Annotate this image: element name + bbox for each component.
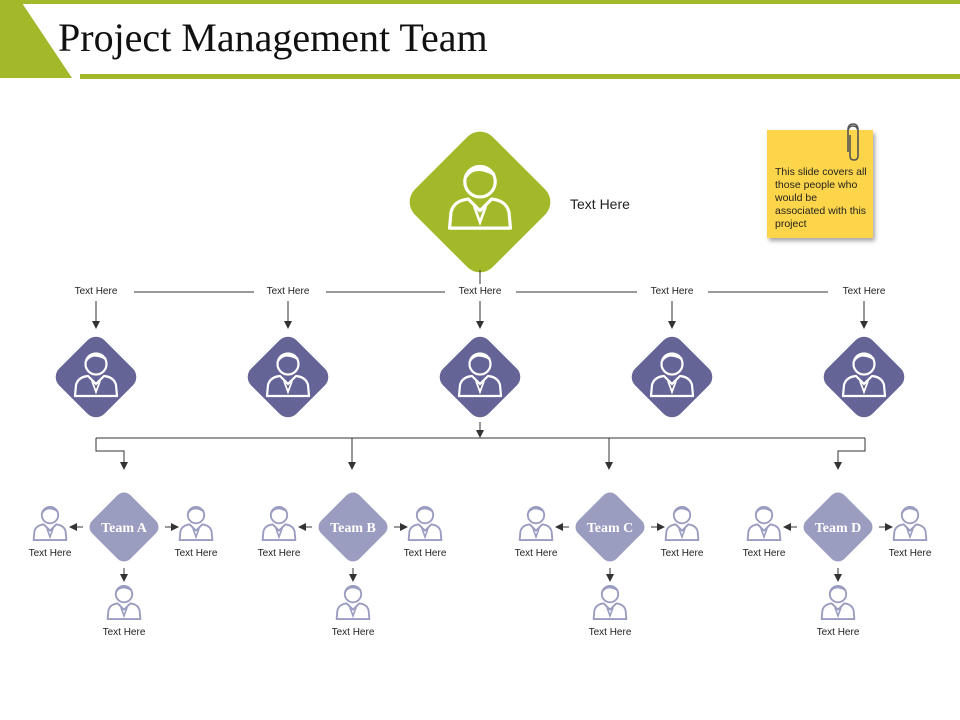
manager-label: Text Here — [266, 286, 310, 297]
member-label: Text Here — [102, 627, 146, 638]
sticky-note: This slide covers all those people who w… — [767, 130, 873, 238]
person-icon — [407, 505, 443, 541]
connector-arrow — [834, 438, 866, 470]
member-label: Text Here — [514, 548, 558, 559]
manager-diamond — [631, 336, 713, 418]
person-icon — [178, 505, 214, 541]
manager-label: Text Here — [842, 286, 886, 297]
person-icon — [106, 584, 142, 620]
person-icon — [518, 505, 554, 541]
header-top-bar — [0, 0, 960, 4]
team-name: Team A — [101, 521, 148, 536]
person-icon — [820, 584, 856, 620]
top-manager-label: Text Here — [570, 196, 630, 212]
top-manager-diamond — [409, 131, 551, 273]
person-icon — [746, 505, 782, 541]
member-label: Text Here — [331, 627, 375, 638]
manager-label: Text Here — [458, 286, 502, 297]
member-label: Text Here — [403, 548, 447, 559]
header-corner-triangle — [0, 0, 72, 78]
member-label: Text Here — [28, 548, 72, 559]
page-title: Project Management Team — [58, 15, 488, 60]
connector-arrow — [95, 438, 128, 470]
person-icon — [32, 505, 68, 541]
person-icon — [261, 505, 297, 541]
team-diamond — [575, 492, 645, 562]
manager-label: Text Here — [650, 286, 694, 297]
member-label: Text Here — [816, 627, 860, 638]
header-underline — [80, 74, 960, 79]
person-icon — [335, 584, 371, 620]
sticky-note-text: This slide covers all those people who w… — [775, 166, 867, 230]
team-name: Team C — [587, 521, 634, 536]
manager-diamond — [823, 336, 905, 418]
team-name: Team B — [330, 521, 376, 536]
team-diamond — [89, 492, 159, 562]
paperclip-icon — [847, 123, 859, 161]
member-label: Text Here — [742, 548, 786, 559]
member-label: Text Here — [174, 548, 218, 559]
person-icon — [664, 505, 700, 541]
member-label: Text Here — [588, 627, 632, 638]
person-icon — [592, 584, 628, 620]
manager-diamond — [247, 336, 329, 418]
team-diamond — [803, 492, 873, 562]
member-label: Text Here — [257, 548, 301, 559]
manager-label: Text Here — [74, 286, 118, 297]
member-label: Text Here — [660, 548, 704, 559]
team-diamond — [318, 492, 388, 562]
person-icon — [892, 505, 928, 541]
team-name: Team D — [815, 521, 862, 536]
manager-diamond — [439, 336, 521, 418]
manager-diamond — [55, 336, 137, 418]
member-label: Text Here — [888, 548, 932, 559]
